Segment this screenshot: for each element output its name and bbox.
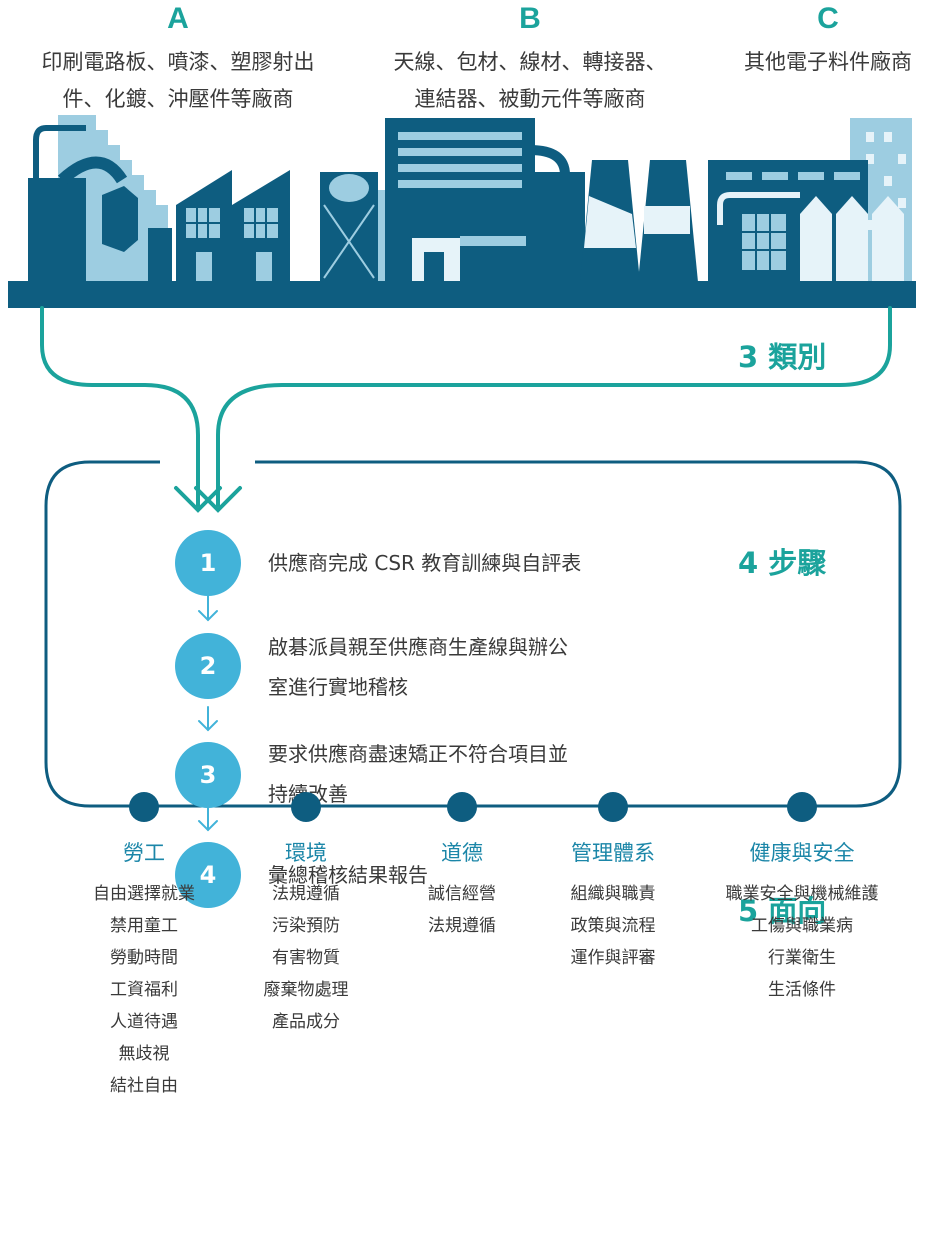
step-1-line-1: 供應商完成 CSR 教育訓練與自評表 [268, 551, 582, 575]
step-4-badge: 4 [175, 842, 241, 908]
step-4-line-1: 彙總稽核結果報告 [268, 863, 428, 887]
step-2-text: 啟碁派員親至供應商生產線與辦公 室進行實地稽核 [268, 627, 648, 707]
aspect-environment-item: 有害物質 [272, 948, 340, 968]
aspect-health-safety-item: 生活條件 [768, 980, 836, 1000]
category-a-description: 印刷電路板、噴漆、塑膠射出 件、化鍍、沖壓件等廠商 [10, 44, 346, 118]
aspect-dot-ethics [447, 792, 477, 822]
aspect-environment-title: 環境 [285, 841, 327, 865]
aspect-ethics: 道德 誠信經營 法規遵循 [362, 838, 562, 942]
step-1-text: 供應商完成 CSR 教育訓練與自評表 [268, 543, 648, 583]
aspect-health-safety-list: 職業安全與機械維護 工傷與職業病 行業衛生 生活條件 [702, 878, 902, 1006]
aspect-health-safety-title: 健康與安全 [749, 841, 855, 865]
ground-bar [8, 281, 916, 308]
step-arrows [198, 595, 218, 832]
aspect-labor-title: 勞工 [123, 841, 165, 865]
aspect-labor-item: 工資福利 [110, 980, 178, 1000]
categories-count-label: 3 類別 [738, 340, 827, 374]
aspect-environment: 環境 法規遵循 污染預防 有害物質 廢棄物處理 產品成分 [206, 838, 406, 1038]
aspect-ethics-item: 誠信經營 [428, 884, 496, 904]
step-2-badge: 2 [175, 633, 241, 699]
steps-count-label: 4 步驟 [738, 546, 827, 580]
aspect-labor: 勞工 自由選擇就業 禁用童工 勞動時間 工資福利 人道待遇 無歧視 結社自由 [44, 838, 244, 1102]
aspect-labor-item: 自由選擇就業 [93, 884, 195, 904]
aspect-dot-labor [129, 792, 159, 822]
category-a-letter: A [167, 2, 189, 35]
step-4-text: 彙總稽核結果報告 [268, 855, 648, 895]
aspect-management-title: 管理體系 [571, 841, 655, 865]
aspect-environment-item: 法規遵循 [272, 884, 340, 904]
step-3-badge: 3 [175, 742, 241, 808]
step-1-badge: 1 [175, 530, 241, 596]
aspect-labor-item: 禁用童工 [110, 916, 178, 936]
category-b-line-1: 天線、包材、線材、轉接器、 [393, 50, 667, 74]
category-b-line-2: 連結器、被動元件等廠商 [414, 87, 646, 111]
step-3-text: 要求供應商盡速矯正不符合項目並 持續改善 [268, 734, 648, 814]
aspect-environment-list: 法規遵循 污染預防 有害物質 廢棄物處理 產品成分 [206, 878, 406, 1038]
aspect-environment-item: 廢棄物處理 [263, 980, 349, 1000]
factory-c [708, 160, 904, 282]
category-b-description: 天線、包材、線材、轉接器、 連結器、被動元件等廠商 [362, 44, 698, 118]
factory-a [28, 125, 378, 282]
category-a-line-2: 件、化鍍、沖壓件等廠商 [62, 87, 294, 111]
category-a-line-1: 印刷電路板、噴漆、塑膠射出 [41, 50, 315, 74]
aspect-health-safety: 健康與安全 職業安全與機械維護 工傷與職業病 行業衛生 生活條件 [702, 838, 902, 1006]
aspect-ethics-title: 道德 [441, 841, 483, 865]
aspect-management-item: 政策與流程 [570, 916, 656, 936]
aspect-dot-environment [291, 792, 321, 822]
aspect-management-item: 組織與職責 [570, 884, 656, 904]
category-connector-lines [40, 306, 892, 513]
category-c-letter: C [817, 2, 839, 35]
factory-b [385, 118, 698, 282]
aspect-management-list: 組織與職責 政策與流程 運作與評審 [513, 878, 713, 974]
category-c-description: 其他電子料件廠商 [718, 44, 938, 81]
aspect-labor-list: 自由選擇就業 禁用童工 勞動時間 工資福利 人道待遇 無歧視 結社自由 [44, 878, 244, 1102]
aspect-dot-management [598, 792, 628, 822]
aspect-ethics-item: 法規遵循 [428, 916, 496, 936]
aspect-management: 管理體系 組織與職責 政策與流程 運作與評審 [513, 838, 713, 974]
aspect-labor-item: 勞動時間 [110, 948, 178, 968]
step-2-line-1: 啟碁派員親至供應商生產線與辦公 [268, 635, 568, 659]
aspect-ethics-list: 誠信經營 法規遵循 [362, 878, 562, 942]
aspect-labor-item: 無歧視 [118, 1044, 170, 1064]
aspect-environment-item: 污染預防 [272, 916, 340, 936]
aspect-health-safety-item: 職業安全與機械維護 [725, 884, 879, 904]
category-c-line-1: 其他電子料件廠商 [744, 50, 912, 74]
aspect-health-safety-item: 工傷與職業病 [751, 916, 853, 936]
category-b-letter: B [519, 2, 541, 35]
aspect-labor-item: 人道待遇 [110, 1012, 178, 1032]
aspect-dot-health-safety [787, 792, 817, 822]
aspect-labor-item: 結社自由 [110, 1076, 178, 1096]
aspect-management-item: 運作與評審 [570, 948, 656, 968]
aspect-health-safety-item: 行業衛生 [768, 948, 836, 968]
step-2-line-2: 室進行實地稽核 [268, 675, 408, 699]
aspect-environment-item: 產品成分 [272, 1012, 340, 1032]
aspects-count-label: 5 面向 [738, 894, 827, 928]
step-3-line-1: 要求供應商盡速矯正不符合項目並 [268, 742, 568, 766]
